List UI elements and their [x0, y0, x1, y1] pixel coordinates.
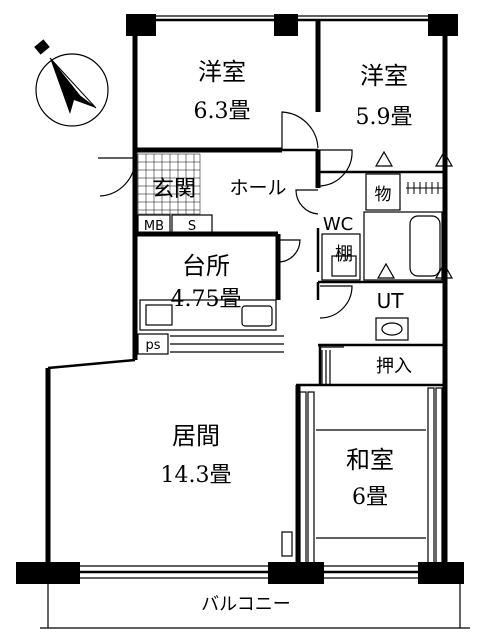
- room-name-ut: UT: [377, 289, 405, 313]
- room-name-shelf: 棚: [335, 244, 353, 265]
- room-name-storage: 物: [375, 185, 392, 205]
- room-name-kitchen: 台所: [182, 252, 230, 280]
- room-size-western2: 5.9畳: [356, 105, 413, 130]
- shoe-rack: [406, 182, 444, 194]
- washbasin-icon: [375, 317, 409, 341]
- room-name-ps: ps: [145, 338, 160, 353]
- room-size-western1: 6.3畳: [194, 99, 251, 124]
- japanese-room-frame: [299, 346, 443, 565]
- stove-icon: [145, 304, 173, 326]
- pillar: [274, 14, 298, 36]
- pillar: [418, 562, 464, 584]
- room-size-living: 14.3畳: [161, 463, 232, 488]
- toilet-icon: [331, 255, 357, 277]
- room-name-western2: 洋室: [360, 62, 408, 90]
- doors: [98, 111, 353, 319]
- balcony-outline: [40, 584, 470, 629]
- kitchen-counter: [139, 299, 277, 331]
- pillar: [126, 14, 156, 36]
- room-name-western1: 洋室: [198, 58, 246, 86]
- room-name-wc: WC: [323, 214, 353, 235]
- room-name-hall: ホール: [229, 177, 286, 199]
- north-compass-icon: [34, 39, 109, 127]
- room-name-living: 居間: [172, 422, 220, 450]
- interior-walls: [135, 20, 445, 570]
- room-name-s: S: [188, 219, 196, 234]
- room-size-japanese: 6畳: [352, 485, 388, 510]
- pillar: [428, 14, 458, 36]
- outer-walls: [45, 18, 448, 578]
- room-size-kitchen: 4.75畳: [171, 287, 242, 312]
- bathtub-icon: [409, 215, 441, 277]
- room-name-japanese: 和室: [346, 446, 394, 474]
- room-name-mb: MB: [144, 219, 164, 234]
- entrance-tiles: [137, 153, 201, 215]
- storage-box: [365, 173, 401, 211]
- room-name-balcony: バルコニー: [201, 594, 291, 615]
- pillar: [16, 562, 80, 584]
- pillar: [268, 562, 324, 584]
- room-name-entrance: 玄関: [152, 177, 196, 202]
- sink-icon: [241, 305, 273, 327]
- room-name-closet: 押入: [376, 356, 412, 377]
